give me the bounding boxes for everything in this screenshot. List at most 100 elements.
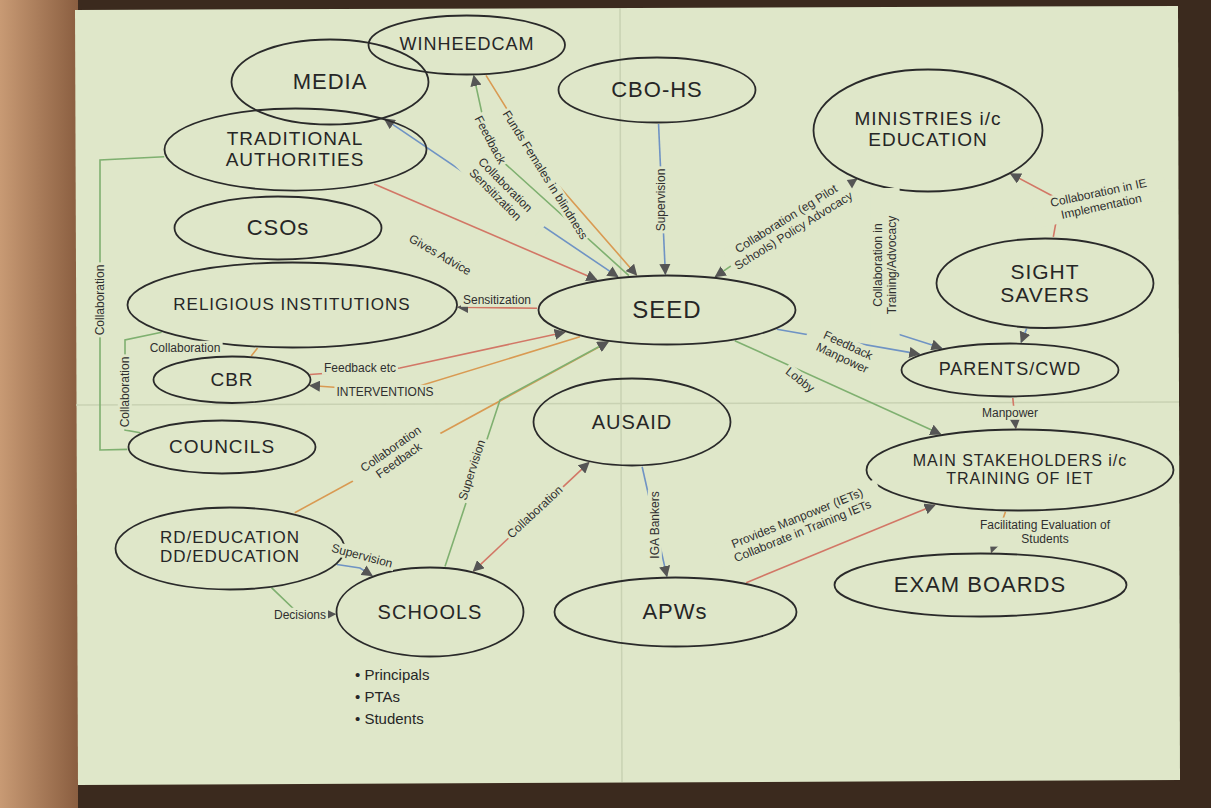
edge-label: Provides Manpower (IETs) Collaborate in … (714, 479, 886, 571)
edge-label: Collaboration in Training/Advocacy (871, 188, 900, 342)
connector (385, 119, 618, 277)
edge-label: Sensitization (461, 293, 533, 307)
node-label: RELIGIOUS INSTITUTIONS (173, 296, 410, 315)
node-label: COUNCILS (169, 437, 275, 458)
edge-label: Supervision (455, 436, 489, 504)
stakeholder-oval: CBO-HS (557, 56, 757, 124)
oval-line (937, 238, 1154, 328)
connector (642, 467, 667, 576)
node-text-box: MEDIA (293, 70, 368, 94)
stakeholder-oval: RELIGIOUS INSTITUTIONS (126, 261, 459, 349)
connector (100, 157, 164, 450)
node-text-box: SEED (632, 297, 701, 323)
stakeholder-oval: SEED (537, 274, 797, 346)
stakeholder-oval: RD/EDUCATION DD/EDUCATION (114, 506, 346, 591)
stakeholder-oval: COUNCILS (127, 419, 317, 475)
stakeholder-oval: EXAM BOARDS (833, 552, 1128, 618)
node-label: MINISTRIES i/c EDUCATION (848, 109, 1008, 151)
stakeholder-oval: CSOs (173, 195, 383, 261)
edge-label: Collaboration (148, 341, 223, 355)
node-text-box: SIGHT SAVERS (975, 260, 1115, 306)
oval-line (834, 554, 1126, 617)
node-text-box: PARENTS/CWD (939, 360, 1082, 380)
oval-line (232, 40, 429, 125)
node-text-box: EXAM BOARDS (894, 573, 1066, 597)
bullet-note: • PTAs (355, 688, 400, 705)
oval-line (534, 379, 731, 466)
node-text-box: COUNCILS (169, 437, 275, 458)
edge-label: Feedback etc (322, 361, 398, 375)
edge-label: Collaboration (118, 355, 132, 430)
node-label: CBO-HS (611, 78, 703, 102)
node-label: MEDIA (293, 70, 368, 94)
node-text-box: RD/EDUCATION DD/EDUCATION (150, 529, 310, 566)
node-label: SIGHT SAVERS (975, 260, 1115, 306)
oval-line (175, 197, 382, 260)
node-text-box: APWs (642, 600, 707, 624)
edge-label: Collaboration in IE Implementation (1031, 172, 1168, 228)
edge-label: Manpower (980, 406, 1040, 420)
node-label: WINHEEDCAM (400, 35, 535, 55)
node-label: PARENTS/CWD (939, 360, 1082, 380)
oval-line (539, 276, 796, 345)
oval-line (127, 263, 457, 348)
connector (486, 75, 637, 275)
oval-line (902, 344, 1119, 397)
bullet-note: • Students (355, 710, 424, 727)
connector (1021, 329, 1026, 343)
edge-label: Facilitating Evaluation of Students (968, 518, 1122, 547)
node-text-box: TRADITIONAL AUTHORITIES (205, 129, 385, 171)
node-label: EXAM BOARDS (894, 573, 1066, 597)
edge-label: Decisions (272, 608, 328, 622)
connector (458, 307, 537, 308)
edge-label: Collaboration (eg Pilot Schools) Policy … (721, 175, 858, 276)
oval-line (154, 357, 311, 404)
edge-label: IGA Bankers (648, 489, 662, 560)
edge-label: Lobby (781, 363, 819, 397)
node-label: APWs (642, 600, 707, 624)
stakeholder-oval: SCHOOLS (335, 566, 525, 658)
oval-line (559, 58, 756, 123)
oval-line (337, 568, 524, 657)
stakeholder-oval: MAIN STAKEHOLDERS i/c TRAINING OF IET (865, 428, 1175, 512)
edge-label: Supervision (654, 167, 668, 234)
edge-label: Collaboration Feedback (346, 415, 444, 495)
node-text-box: AUSAID (592, 411, 672, 433)
oval-line (814, 69, 1043, 191)
node-text-box: MINISTRIES i/c EDUCATION (848, 109, 1008, 151)
paper-sheet (75, 6, 1180, 785)
connector (251, 348, 257, 356)
node-label: AUSAID (592, 411, 672, 433)
node-label: RD/EDUCATION DD/EDUCATION (150, 529, 310, 566)
connector (473, 463, 588, 572)
node-label: TRADITIONAL AUTHORITIES (205, 129, 385, 171)
oval-line (164, 109, 426, 191)
stakeholder-oval: WINHEEDCAM (367, 14, 567, 76)
bullet-note: • Principals (355, 666, 429, 683)
edge-label: INTERVENTIONS (334, 385, 435, 399)
oval-line (867, 430, 1174, 511)
node-label: CSOs (247, 216, 310, 240)
node-text-box: WINHEEDCAM (400, 35, 535, 55)
node-label: SEED (632, 297, 701, 323)
stakeholder-oval: APWs (553, 576, 798, 648)
oval-line (554, 578, 796, 647)
wall-strip (0, 0, 78, 808)
node-text-box: MAIN STAKEHOLDERS i/c TRAINING OF IET (910, 452, 1130, 487)
node-text-box: CBO-HS (611, 78, 703, 102)
edge-label: Supervision (328, 540, 396, 571)
node-label: CBR (210, 370, 253, 391)
node-text-box: SCHOOLS (378, 601, 483, 623)
stakeholder-oval: MINISTRIES i/c EDUCATION (812, 68, 1044, 193)
stakeholder-oval: SIGHT SAVERS (935, 237, 1155, 330)
edge-label: Collaboration (93, 263, 107, 338)
connector (445, 342, 608, 567)
edge-label: Collaboration (503, 481, 567, 542)
node-text-box: CBR (210, 370, 253, 391)
stakeholder-oval: TRADITIONAL AUTHORITIES (163, 107, 428, 192)
